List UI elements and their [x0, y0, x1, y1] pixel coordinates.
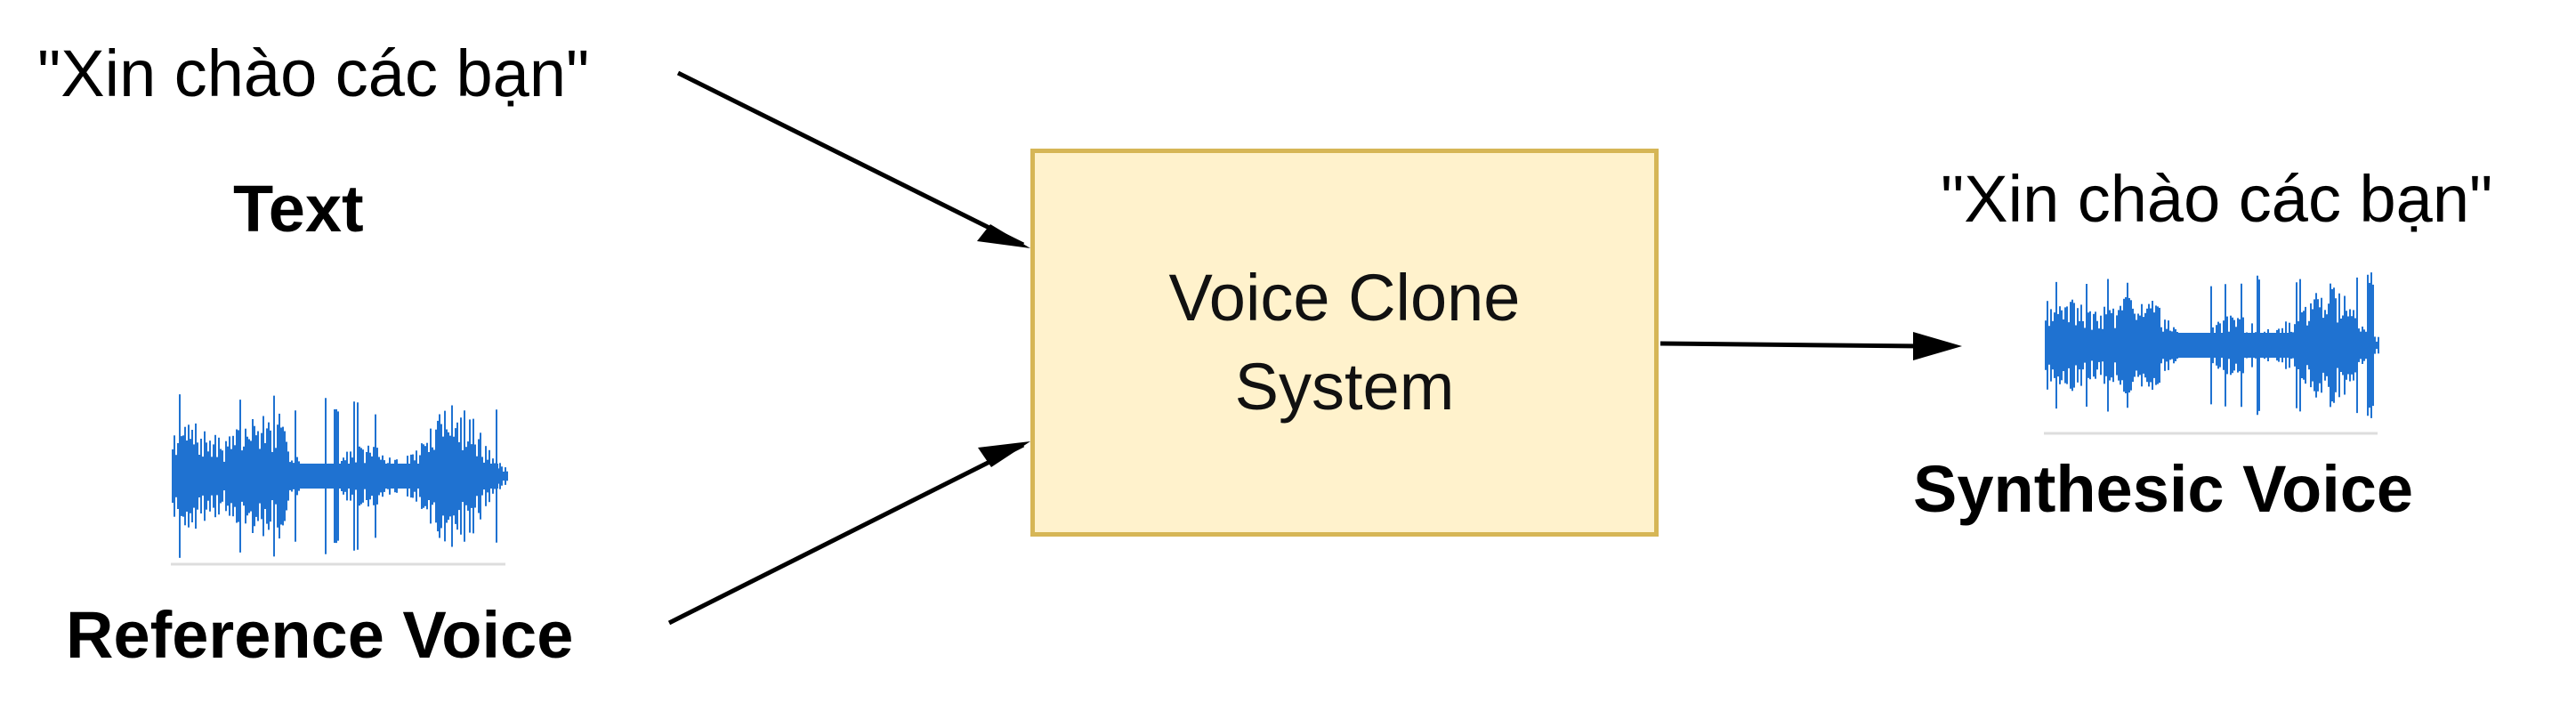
- waveform-core: [173, 464, 498, 489]
- arrow-text-to-system: [676, 70, 1030, 248]
- waveform-core: [2046, 333, 2370, 358]
- reference-voice-label: Reference Voice: [66, 598, 574, 672]
- input-text-quote: "Xin chào các bạn": [37, 36, 590, 110]
- system-label: Voice Clone System: [1168, 261, 1521, 424]
- arrow-system-to-output: [1659, 332, 1962, 360]
- input-text-label: Text: [233, 172, 364, 246]
- voice-clone-system-box: Voice Clone System: [1030, 149, 1659, 537]
- waveform-icon: [2045, 272, 2379, 418]
- synthesic-voice-label: Synthesic Voice: [1913, 452, 2414, 526]
- arrow-reference-to-system: [667, 441, 1030, 626]
- waveform-icon: [172, 394, 508, 558]
- output-text-quote: "Xin chào các bạn": [1941, 162, 2493, 236]
